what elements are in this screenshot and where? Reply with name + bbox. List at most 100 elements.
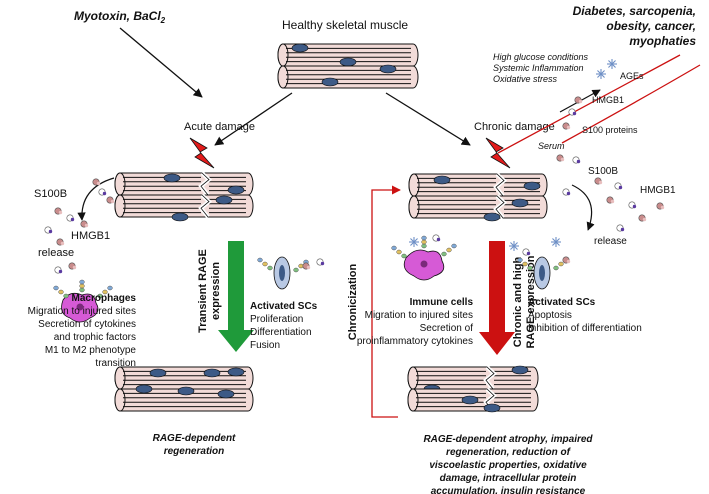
nucleus	[215, 195, 233, 205]
svg-text:Chronic and high: Chronic and high	[512, 257, 524, 348]
svg-text:myophaties: myophaties	[629, 34, 696, 48]
macrophages-text: Macrophages Migration to injured sites S…	[28, 293, 137, 369]
right-s100b-label: S100B	[588, 166, 618, 177]
toxins-label: Myotoxin, BaCl2	[74, 9, 166, 25]
receptor-icon	[441, 251, 447, 257]
nucleus	[511, 365, 529, 375]
nucleus	[461, 395, 479, 405]
acute-damage-label: Acute damage	[184, 121, 255, 133]
receptor-icon	[446, 247, 452, 253]
left-rage-receptor-icons	[53, 257, 325, 299]
receptor-icon	[517, 257, 523, 263]
healthy-muscle-title: Healthy skeletal muscle	[282, 18, 408, 32]
svg-text:RAGE-dependent: RAGE-dependent	[153, 433, 236, 444]
svg-text:Migration to injured sites: Migration to injured sites	[28, 306, 136, 317]
right-outcome-text: RAGE-dependent atrophy, impaired regener…	[423, 434, 593, 494]
nucleus	[171, 212, 189, 222]
diseases-label: Diabetes, sarcopenia, obesity, cancer, m…	[573, 4, 697, 48]
nucleus	[217, 389, 235, 399]
muscle-fiber	[277, 65, 419, 89]
nucleus	[483, 212, 501, 222]
serum-vessel-inner	[561, 64, 701, 144]
receptor-icon	[53, 285, 59, 291]
receptor-icon	[558, 261, 564, 267]
svg-text:damage, intracellular protein: damage, intracellular protein	[440, 473, 577, 484]
svg-text:Immune cells: Immune cells	[410, 297, 474, 308]
immune-cells-text: Immune cells Migration to injured sites …	[357, 297, 474, 347]
regenerated-fibers	[114, 366, 254, 412]
receptor-icon	[522, 261, 528, 267]
left-s100b-label: S100B	[34, 188, 67, 200]
receptor-icon	[79, 287, 85, 293]
acute-injured-fibers	[114, 171, 254, 222]
nucleus	[291, 43, 309, 53]
chronicization-loop-arrow	[371, 185, 401, 418]
nucleus	[177, 386, 195, 396]
s100-proteins-label: S100 proteins	[582, 125, 638, 135]
svg-text:High glucose conditions: High glucose conditions	[493, 52, 589, 62]
nucleus	[203, 368, 221, 378]
svg-text:Systemic Inflammation: Systemic Inflammation	[493, 63, 584, 73]
nucleus	[433, 175, 451, 185]
svg-text:regeneration, reduction of: regeneration, reduction of	[446, 447, 572, 458]
svg-text:Oxidative stress: Oxidative stress	[493, 74, 558, 84]
svg-text:Transient RAGE: Transient RAGE	[197, 249, 209, 333]
receptor-icon	[421, 239, 427, 245]
chronic-damage-label: Chronic damage	[474, 121, 555, 133]
svg-text:obesity, cancer,: obesity, cancer,	[606, 19, 696, 33]
left-sc-text: Activated SCs Proliferation Differentiat…	[250, 301, 318, 351]
nucleus	[379, 64, 397, 74]
svg-text:and trophic factors: and trophic factors	[54, 332, 136, 343]
svg-text:Inhibition of differentiation: Inhibition of differentiation	[528, 323, 642, 334]
receptor-icon	[267, 265, 273, 271]
receptor-icon	[553, 265, 559, 271]
receptor-icon	[79, 283, 85, 289]
left-released-proteins-icons	[44, 178, 115, 246]
svg-text:viscoelastic properties, oxida: viscoelastic properties, oxidative	[429, 460, 587, 471]
serum-hmgb1-label: HMGB1	[592, 95, 624, 105]
svg-text:accumulation, insulin resistan: accumulation, insulin resistance	[431, 486, 586, 494]
left-release-arrow	[77, 177, 115, 221]
acute-injury-bolt-icon	[189, 137, 215, 169]
nucleus	[227, 185, 245, 195]
left-release-label: release	[38, 247, 74, 259]
nucleus	[511, 198, 529, 208]
svg-text:Migration to injured sites: Migration to injured sites	[365, 310, 473, 321]
svg-text:expression: expression	[210, 262, 222, 320]
receptor-icon	[451, 243, 457, 249]
muscle-fiber	[408, 195, 548, 219]
receptor-icon	[401, 253, 407, 259]
svg-text:Activated SCs: Activated SCs	[528, 297, 596, 308]
nucleus	[149, 368, 167, 378]
chronic-rage-arrow	[479, 241, 515, 355]
toxin-arrow	[119, 27, 203, 98]
receptor-icon	[107, 285, 113, 291]
svg-text:Activated SCs: Activated SCs	[250, 301, 318, 312]
nucleus	[339, 57, 357, 67]
svg-text:transition: transition	[95, 358, 136, 369]
svg-text:Differentiation: Differentiation	[250, 327, 312, 338]
transient-rage-arrow	[218, 241, 254, 352]
nucleus	[227, 367, 245, 377]
right-released-proteins-icons	[556, 154, 665, 232]
ages-label: AGEs	[620, 71, 644, 81]
svg-text:Apoptosis: Apoptosis	[528, 310, 572, 321]
chronicization-label: Chronicization	[347, 264, 359, 341]
serum-proteins-icons	[562, 96, 583, 130]
svg-text:Secretion of: Secretion of	[420, 323, 474, 334]
svg-text:RAGE expression: RAGE expression	[525, 255, 537, 348]
acute-damage-arrow	[214, 92, 293, 146]
receptor-icon	[396, 249, 402, 255]
svg-text:RAGE-dependent atrophy, impair: RAGE-dependent atrophy, impaired	[423, 434, 593, 445]
right-sc-cell-icon	[533, 256, 551, 290]
svg-text:Diabetes, sarcopenia,: Diabetes, sarcopenia,	[573, 4, 696, 18]
nucleus	[483, 403, 501, 413]
immune-cell-icon	[403, 249, 445, 281]
serum-label: Serum	[538, 141, 565, 151]
receptor-icon	[257, 257, 263, 263]
receptor-icon	[58, 289, 64, 295]
svg-text:Secretion of cytokines: Secretion of cytokines	[38, 319, 136, 330]
healthy-muscle-fibers	[277, 43, 419, 89]
right-release-arrow	[571, 184, 595, 231]
